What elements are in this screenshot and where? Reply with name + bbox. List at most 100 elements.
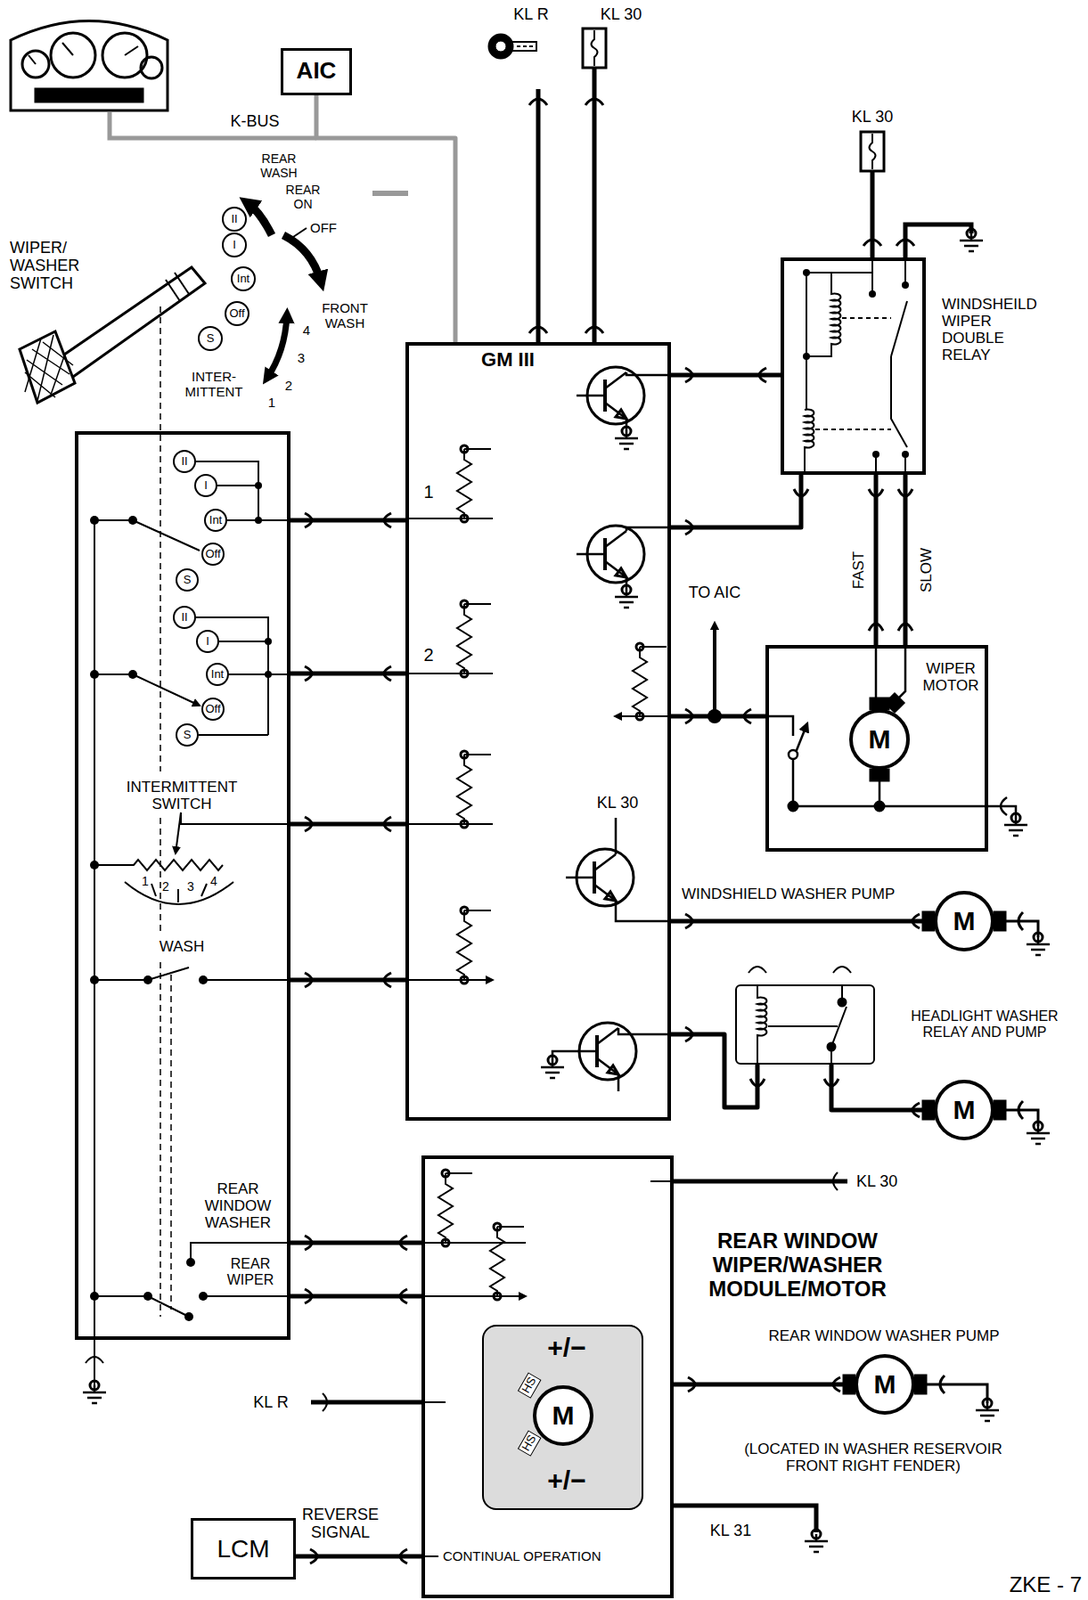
connector-plug [759, 368, 767, 383]
connector-plug [824, 1079, 839, 1087]
connector-plug [384, 666, 392, 681]
symbol-text: M [868, 724, 892, 755]
label-text: KL R [253, 1393, 288, 1412]
wire [670, 709, 766, 724]
motor-symbol: M [854, 1354, 916, 1416]
connector-plug [793, 489, 809, 497]
connector-plug [384, 973, 392, 988]
connector-plug [304, 666, 312, 681]
connector-plug [685, 1027, 693, 1042]
wire [290, 666, 406, 681]
node-text: LCM [216, 1535, 270, 1563]
connector-plug [868, 623, 884, 631]
wire [670, 1027, 765, 1108]
contact-position: I [194, 474, 218, 498]
node-text: REAR WINDOW WASHER [193, 1180, 283, 1232]
wire-line [290, 978, 406, 983]
label-text: OFF [310, 220, 337, 237]
connector-plug [400, 1549, 408, 1564]
wire-line [670, 373, 781, 378]
wire [670, 474, 809, 535]
wire [670, 914, 934, 929]
node-text: AIC [296, 57, 337, 84]
connector-plug [833, 1377, 841, 1392]
label-text: KL R [513, 5, 549, 24]
connector-plug [310, 1549, 318, 1564]
symbol-text: II [180, 611, 188, 625]
label-text: WIPER/ WASHER SWITCH [9, 238, 99, 293]
node-text: INTERMITTENT SWITCH [114, 778, 249, 813]
motor-symbol: M [933, 891, 995, 952]
node-text: WINDSHEILD WIPER DOUBLE RELAY [941, 295, 1040, 364]
symbol-text: S [206, 332, 215, 346]
label-text: 2 [285, 378, 293, 394]
symbol-text: S [183, 573, 192, 588]
symbol-text: M [874, 1369, 897, 1400]
wire-line [290, 518, 406, 524]
node-text: KL 30 [597, 793, 639, 812]
switch-position: S [197, 326, 223, 352]
label-text: 4 [302, 323, 311, 339]
connector-plug [868, 489, 884, 497]
wire-line [670, 714, 766, 720]
symbol-text: Int [209, 514, 222, 528]
wire [824, 1064, 934, 1118]
label-text: REAR WASH [252, 152, 306, 180]
connector-plug [744, 709, 752, 724]
wire [290, 1289, 422, 1304]
symbol-text: I [204, 479, 208, 493]
relay-box: WINDSHEILD WIPER DOUBLE RELAY [780, 257, 926, 475]
motor-panel: +/−HSHS+/−M [482, 1325, 644, 1511]
wire-label: FAST [850, 551, 868, 590]
symbol-text: Int [237, 272, 250, 287]
connector-plug [750, 1079, 765, 1087]
node-text: CONTINUAL OPERATION [442, 1549, 602, 1565]
label-text: TO AIC [687, 583, 742, 602]
node-text: HS [517, 1372, 541, 1399]
wire [290, 1235, 422, 1251]
connector-plug [304, 817, 312, 832]
label-text: 4 [210, 875, 218, 890]
connector-plug [304, 1235, 312, 1251]
label-text: ZKE - 7 [1009, 1573, 1082, 1598]
node-text: WIPER MOTOR [915, 660, 987, 695]
contact-position: II [172, 605, 197, 630]
connector-plug [304, 973, 312, 988]
switch-housing: INTERMITTENT SWITCHWASHREAR WINDOW WASHE… [74, 431, 291, 1341]
connector-plug [898, 623, 913, 631]
node-text: REAR WIPER [214, 1256, 287, 1289]
symbol-text: S [183, 728, 192, 743]
symbol-text: I [232, 238, 237, 253]
connector-plug [304, 1289, 312, 1304]
connector-plug [384, 817, 392, 832]
wire [670, 368, 781, 383]
connector-plug [912, 914, 920, 929]
label-text: FRONT WASH [316, 301, 374, 332]
contact-position: Int [205, 662, 230, 687]
switch-position: Int [230, 266, 256, 292]
motor-symbol: M [849, 709, 910, 770]
symbol-text: M [552, 1400, 575, 1432]
wire [290, 973, 406, 988]
label-text: 1 [268, 395, 276, 411]
contact-position: S [175, 723, 199, 747]
node-text: +/− [547, 1333, 586, 1364]
symbol-text: I [205, 635, 210, 649]
label-text: INTER- MITTENT [173, 369, 254, 401]
label-text: 2 [162, 880, 170, 895]
wire [295, 1549, 422, 1564]
switch-position: Off [224, 301, 250, 327]
wire-line [290, 822, 406, 827]
symbol-text: Off [229, 307, 245, 321]
node-text: HS [517, 1430, 541, 1457]
wire-line [670, 1034, 758, 1108]
contact-position: Int [204, 508, 228, 532]
label-text: REAR WINDOW WASHER PUMP [768, 1327, 999, 1345]
relay-box: HEADLIGHT WASHER RELAY AND PUMP [735, 984, 876, 1065]
connector-plug [685, 914, 693, 929]
label-text: KL 30 [853, 1172, 900, 1191]
lcm-module: LCM [190, 1518, 296, 1580]
node-text: 2 [423, 645, 434, 665]
symbol-text: II [230, 212, 238, 227]
connector-plug [685, 520, 693, 535]
